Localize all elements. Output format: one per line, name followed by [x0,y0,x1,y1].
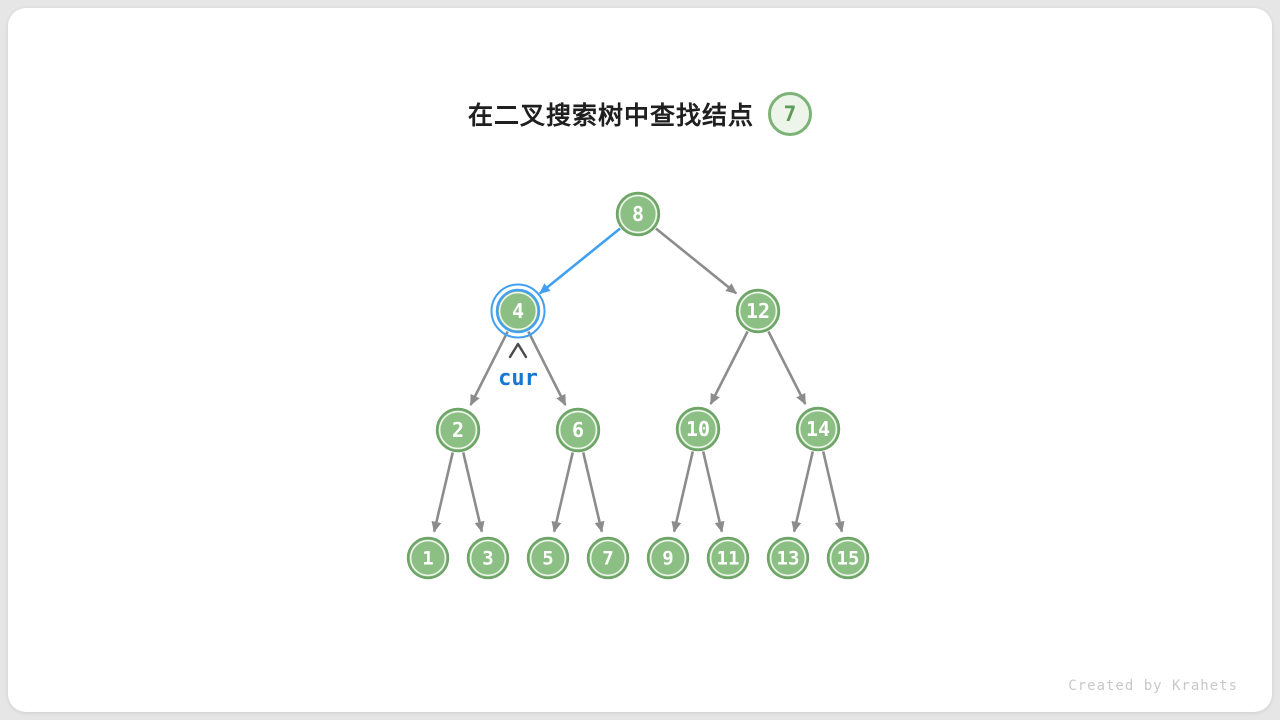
header: 在二叉搜索树中查找结点 7 [8,92,1272,136]
credit-text: Created by Krahets [1068,678,1238,694]
target-value-badge: 7 [768,92,812,136]
diagram-card: 在二叉搜索树中查找结点 7 Created by Krahets [8,8,1272,712]
target-value: 7 [783,102,797,126]
page-title: 在二叉搜索树中查找结点 [467,102,754,130]
